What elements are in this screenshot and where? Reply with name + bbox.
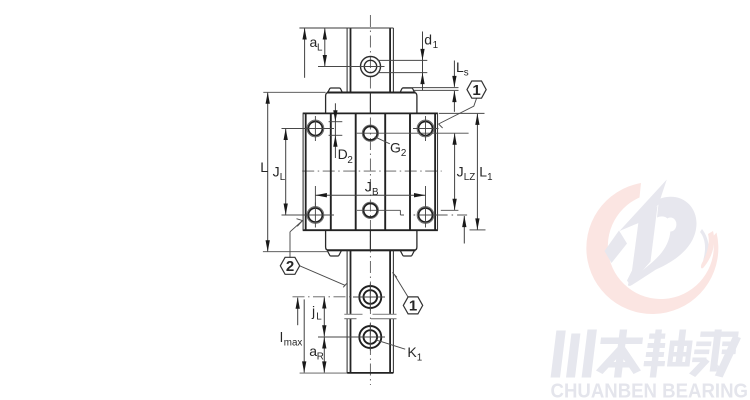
svg-text:l: l xyxy=(280,329,283,345)
svg-text:a: a xyxy=(309,343,317,359)
svg-text:2: 2 xyxy=(286,258,294,275)
svg-text:D: D xyxy=(338,146,348,162)
svg-text:L: L xyxy=(479,164,487,180)
svg-text:R: R xyxy=(317,352,324,363)
svg-text:B: B xyxy=(372,187,379,198)
svg-text:s: s xyxy=(464,68,469,79)
svg-text:j: j xyxy=(311,303,315,319)
svg-text:1: 1 xyxy=(417,353,422,364)
svg-text:1: 1 xyxy=(409,298,417,315)
svg-text:2: 2 xyxy=(401,148,406,159)
svg-text:L: L xyxy=(456,59,464,75)
svg-text:L: L xyxy=(317,43,323,54)
svg-text:L: L xyxy=(316,312,322,323)
svg-text:L: L xyxy=(260,159,268,175)
svg-text:G: G xyxy=(390,139,401,155)
svg-text:1: 1 xyxy=(433,40,438,51)
svg-text:K: K xyxy=(407,344,417,360)
svg-text:L: L xyxy=(280,172,286,183)
svg-text:1: 1 xyxy=(472,82,480,99)
svg-text:max: max xyxy=(284,337,303,348)
svg-text:J: J xyxy=(365,179,372,195)
svg-text:J: J xyxy=(273,164,280,180)
svg-text:CHUANBEN BEARING: CHUANBEN BEARING xyxy=(551,380,749,400)
svg-text:1: 1 xyxy=(487,172,492,183)
svg-text:a: a xyxy=(310,34,318,50)
svg-text:J: J xyxy=(457,164,464,180)
svg-text:LZ: LZ xyxy=(464,172,475,183)
svg-text:d: d xyxy=(424,32,432,48)
svg-text:2: 2 xyxy=(347,155,352,166)
